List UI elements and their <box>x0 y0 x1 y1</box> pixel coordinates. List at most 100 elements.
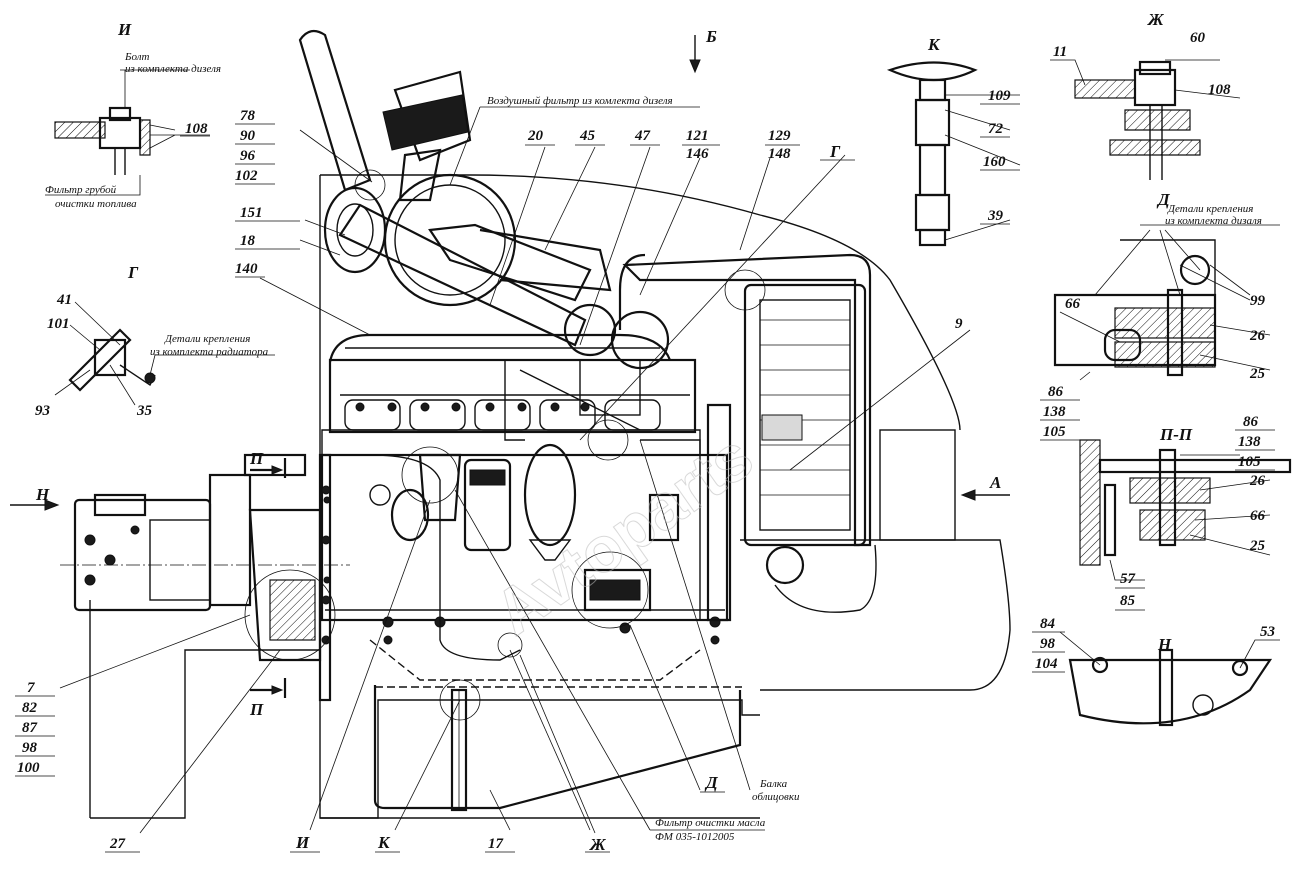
leader-lines <box>59 106 971 834</box>
view-arrow-n: Н <box>35 485 50 504</box>
view-arrows <box>10 35 1010 698</box>
note-bolt: Болт <box>124 51 150 63</box>
view-label-g: Г <box>127 263 139 282</box>
note-radiator-fixings: Детали крепления <box>164 333 250 345</box>
pos-138-d: 138 <box>1043 404 1066 420</box>
engine-frame <box>89 174 1011 819</box>
callout-zh: Ж <box>589 835 607 854</box>
pos-35: 35 <box>136 403 153 419</box>
oil-dipstick <box>450 688 468 812</box>
pos-129: 129 <box>768 128 791 144</box>
detail-view-zh <box>1050 59 1241 180</box>
pos-98-n: 98 <box>1040 636 1056 652</box>
pos-72: 72 <box>988 121 1004 137</box>
callout-g: Г <box>829 142 841 161</box>
pos-121: 121 <box>686 128 709 144</box>
section-mark-p-bottom: П <box>249 700 264 719</box>
note-oil-filter-2: ФМ 035-1012005 <box>655 831 735 843</box>
pos-11: 11 <box>1053 44 1067 60</box>
detail-circles <box>244 169 766 721</box>
view-label-i: И <box>117 20 132 39</box>
pos-26-d: 26 <box>1249 328 1266 344</box>
pos-98-main: 98 <box>22 740 38 756</box>
pos-25-d: 25 <box>1249 366 1266 382</box>
note-fuel-filter-2: очистки топлива <box>55 198 137 210</box>
pos-39: 39 <box>987 208 1004 224</box>
detail-view-d <box>1053 224 1280 381</box>
pos-41: 41 <box>56 292 72 308</box>
pos-9: 9 <box>955 316 963 332</box>
note-bolt-source: из комплекта дизеля <box>125 63 221 75</box>
detail-view-i <box>45 69 210 196</box>
air-intake-piping <box>298 29 872 547</box>
pos-146: 146 <box>686 146 709 162</box>
position-numbers: 108 78 90 96 102 151 18 140 41 101 93 35… <box>15 30 1276 853</box>
note-air-filter: Воздушный фильтр из комлекта дизеля <box>487 95 673 107</box>
pos-78: 78 <box>240 108 256 124</box>
pos-104: 104 <box>1035 656 1058 672</box>
pos-84: 84 <box>1040 616 1056 632</box>
pos-86-pp: 86 <box>1243 414 1259 430</box>
view-label-n-detail: Н <box>1157 635 1172 654</box>
pos-27: 27 <box>109 836 126 852</box>
callout-k: К <box>377 833 391 852</box>
pos-140: 140 <box>235 261 258 277</box>
pos-17: 17 <box>488 836 504 852</box>
detail-view-g <box>54 301 275 406</box>
note-diesel-fixings: Детали крепления <box>1167 203 1253 215</box>
note-beam: Балка <box>759 778 788 790</box>
view-label-b: Б <box>705 27 717 46</box>
pos-66-d: 66 <box>1065 296 1081 312</box>
note-radiator-fixings-2: из комплекта радиатора <box>150 346 269 358</box>
pos-85: 85 <box>1120 593 1136 609</box>
pos-105-pp: 105 <box>1238 454 1261 470</box>
pos-101: 101 <box>47 316 70 332</box>
view-label-zh: Ж <box>1147 10 1165 29</box>
pos-108-i: 108 <box>185 121 208 137</box>
pos-96: 96 <box>240 148 256 164</box>
pos-53: 53 <box>1260 624 1276 640</box>
detail-view-k <box>886 61 1021 247</box>
pos-60: 60 <box>1190 30 1206 46</box>
pos-160: 160 <box>983 154 1006 170</box>
view-label-p-p: П-П <box>1159 425 1193 444</box>
callout-i: И <box>295 833 310 852</box>
pos-18: 18 <box>240 233 256 249</box>
pos-151: 151 <box>240 205 263 221</box>
pos-66-pp: 66 <box>1250 508 1266 524</box>
view-label-d: Д <box>1156 190 1171 209</box>
note-fuel-filter: Фильтр грубой <box>45 184 117 196</box>
pos-45: 45 <box>579 128 596 144</box>
pos-93: 93 <box>35 403 51 419</box>
section-p-p <box>1079 439 1292 581</box>
pos-148: 148 <box>768 146 791 162</box>
note-diesel-fixings-2: из комплекта дизаля <box>1165 215 1262 227</box>
pos-26-pp: 26 <box>1249 473 1266 489</box>
pos-86-d: 86 <box>1048 384 1064 400</box>
pos-109: 109 <box>988 88 1011 104</box>
view-label-k: К <box>927 35 941 54</box>
pos-90: 90 <box>240 128 256 144</box>
pos-7: 7 <box>27 680 35 696</box>
note-beam-2: облицовки <box>752 791 800 803</box>
pos-47: 47 <box>634 128 651 144</box>
hydraulic-pump <box>60 453 350 702</box>
pos-82: 82 <box>22 700 38 716</box>
pos-102: 102 <box>235 168 258 184</box>
note-oil-filter: Фильтр очистки масла <box>655 817 766 829</box>
view-n <box>1059 631 1280 727</box>
callout-d: Д <box>704 773 719 792</box>
pos-108-zh: 108 <box>1208 82 1231 98</box>
radiator-block <box>640 283 956 622</box>
section-mark-p-top: П <box>249 449 264 468</box>
pos-57: 57 <box>1120 571 1136 587</box>
pos-25-pp: 25 <box>1249 538 1266 554</box>
filters <box>320 443 652 661</box>
pos-100: 100 <box>17 760 40 776</box>
pos-20: 20 <box>527 128 544 144</box>
pos-87: 87 <box>22 720 38 736</box>
view-arrow-a: А <box>989 473 1001 492</box>
pos-105-d: 105 <box>1043 424 1066 440</box>
